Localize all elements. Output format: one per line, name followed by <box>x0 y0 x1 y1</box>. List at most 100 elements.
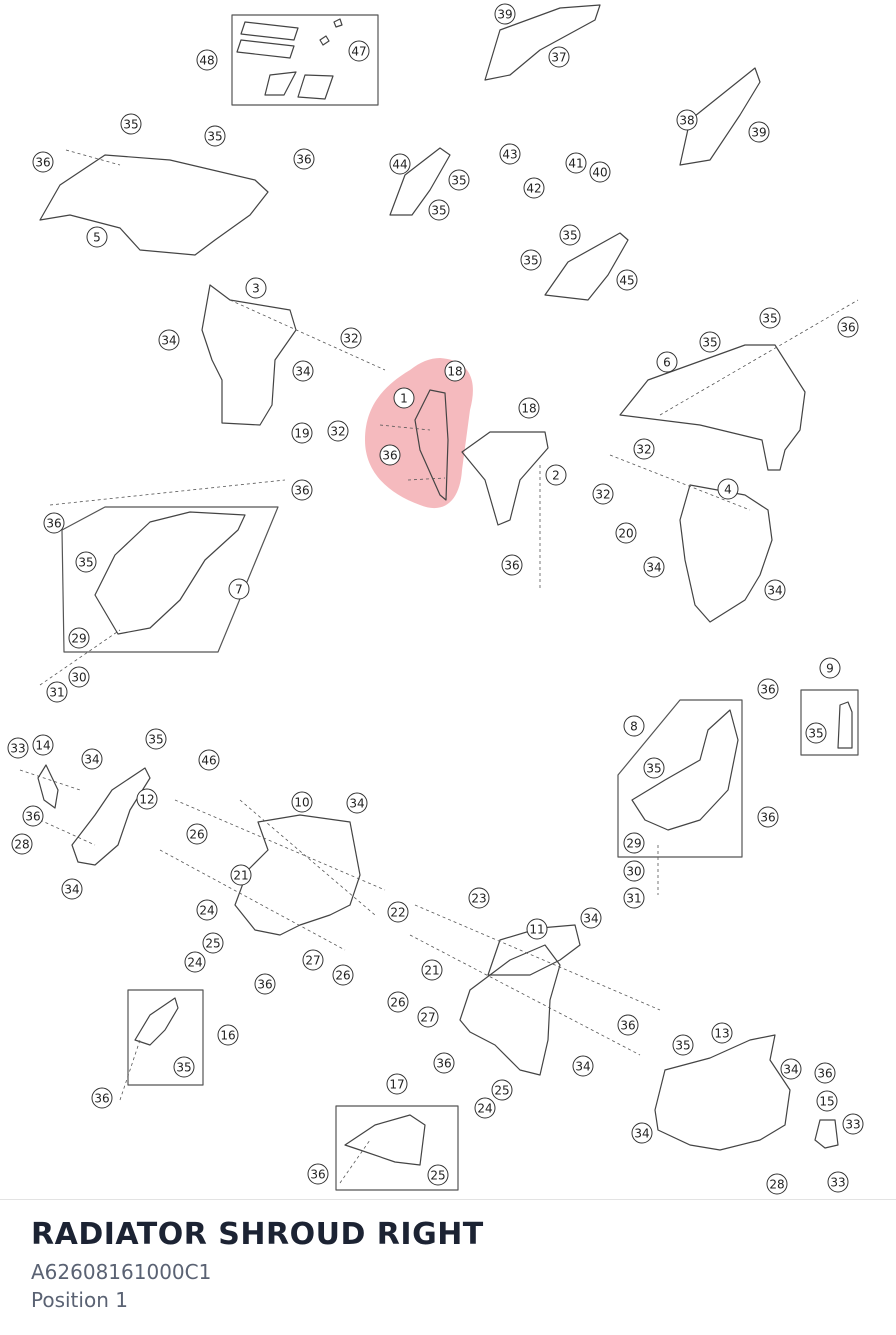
callout-32[interactable]: 32 <box>327 420 349 442</box>
callout-34[interactable]: 34 <box>780 1058 802 1080</box>
callout-28[interactable]: 28 <box>766 1173 788 1195</box>
callout-15[interactable]: 15 <box>816 1090 838 1112</box>
callout-36[interactable]: 36 <box>22 805 44 827</box>
callout-36[interactable]: 36 <box>293 148 315 170</box>
callout-34[interactable]: 34 <box>158 329 180 351</box>
callout-22[interactable]: 22 <box>387 901 409 923</box>
callout-36[interactable]: 36 <box>757 806 779 828</box>
callout-35[interactable]: 35 <box>520 249 542 271</box>
callout-36[interactable]: 36 <box>307 1163 329 1185</box>
callout-35[interactable]: 35 <box>759 307 781 329</box>
callout-31[interactable]: 31 <box>623 887 645 909</box>
callout-41[interactable]: 41 <box>565 152 587 174</box>
callout-7[interactable]: 7 <box>228 578 250 600</box>
callout-37[interactable]: 37 <box>548 46 570 68</box>
callout-34[interactable]: 34 <box>61 878 83 900</box>
callout-25[interactable]: 25 <box>427 1164 449 1186</box>
callout-32[interactable]: 32 <box>592 483 614 505</box>
callout-34[interactable]: 34 <box>764 579 786 601</box>
callout-29[interactable]: 29 <box>623 832 645 854</box>
callout-34[interactable]: 34 <box>580 907 602 929</box>
callout-36[interactable]: 36 <box>254 973 276 995</box>
callout-36[interactable]: 36 <box>837 316 859 338</box>
callout-42[interactable]: 42 <box>523 177 545 199</box>
callout-35[interactable]: 35 <box>173 1056 195 1078</box>
callout-38[interactable]: 38 <box>676 109 698 131</box>
callout-27[interactable]: 27 <box>302 949 324 971</box>
callout-28[interactable]: 28 <box>11 833 33 855</box>
callout-18[interactable]: 18 <box>444 360 466 382</box>
callout-46[interactable]: 46 <box>198 749 220 771</box>
callout-14[interactable]: 14 <box>32 734 54 756</box>
callout-21[interactable]: 21 <box>230 864 252 886</box>
callout-32[interactable]: 32 <box>633 438 655 460</box>
callout-20[interactable]: 20 <box>615 522 637 544</box>
callout-18[interactable]: 18 <box>518 397 540 419</box>
callout-30[interactable]: 30 <box>68 666 90 688</box>
callout-35[interactable]: 35 <box>672 1034 694 1056</box>
callout-33[interactable]: 33 <box>842 1113 864 1135</box>
callout-36[interactable]: 36 <box>757 678 779 700</box>
callout-34[interactable]: 34 <box>643 556 665 578</box>
callout-11[interactable]: 11 <box>526 918 548 940</box>
callout-17[interactable]: 17 <box>386 1073 408 1095</box>
callout-35[interactable]: 35 <box>643 757 665 779</box>
callout-4[interactable]: 4 <box>717 478 739 500</box>
callout-36[interactable]: 36 <box>43 512 65 534</box>
callout-34[interactable]: 34 <box>346 792 368 814</box>
callout-36[interactable]: 36 <box>617 1014 639 1036</box>
callout-26[interactable]: 26 <box>186 823 208 845</box>
callout-24[interactable]: 24 <box>184 951 206 973</box>
callout-29[interactable]: 29 <box>68 627 90 649</box>
callout-26[interactable]: 26 <box>387 991 409 1013</box>
callout-44[interactable]: 44 <box>389 153 411 175</box>
callout-3[interactable]: 3 <box>245 277 267 299</box>
callout-45[interactable]: 45 <box>616 269 638 291</box>
callout-34[interactable]: 34 <box>292 360 314 382</box>
callout-13[interactable]: 13 <box>711 1022 733 1044</box>
callout-27[interactable]: 27 <box>417 1006 439 1028</box>
callout-19[interactable]: 19 <box>291 422 313 444</box>
callout-5[interactable]: 5 <box>86 226 108 248</box>
callout-21[interactable]: 21 <box>421 959 443 981</box>
callout-36[interactable]: 36 <box>91 1087 113 1109</box>
callout-34[interactable]: 34 <box>81 748 103 770</box>
callout-35[interactable]: 35 <box>75 551 97 573</box>
callout-26[interactable]: 26 <box>332 964 354 986</box>
callout-1[interactable]: 1 <box>393 387 415 409</box>
callout-36[interactable]: 36 <box>433 1052 455 1074</box>
callout-34[interactable]: 34 <box>572 1055 594 1077</box>
callout-34[interactable]: 34 <box>631 1122 653 1144</box>
callout-47[interactable]: 47 <box>348 40 370 62</box>
callout-35[interactable]: 35 <box>145 728 167 750</box>
callout-35[interactable]: 35 <box>448 169 470 191</box>
callout-35[interactable]: 35 <box>699 331 721 353</box>
callout-48[interactable]: 48 <box>196 49 218 71</box>
callout-23[interactable]: 23 <box>468 887 490 909</box>
callout-36[interactable]: 36 <box>379 444 401 466</box>
callout-30[interactable]: 30 <box>623 860 645 882</box>
callout-33[interactable]: 33 <box>7 737 29 759</box>
callout-16[interactable]: 16 <box>217 1024 239 1046</box>
callout-35[interactable]: 35 <box>559 224 581 246</box>
callout-36[interactable]: 36 <box>32 151 54 173</box>
callout-36[interactable]: 36 <box>814 1062 836 1084</box>
callout-35[interactable]: 35 <box>805 722 827 744</box>
callout-25[interactable]: 25 <box>491 1079 513 1101</box>
callout-10[interactable]: 10 <box>291 791 313 813</box>
callout-35[interactable]: 35 <box>428 199 450 221</box>
callout-33[interactable]: 33 <box>827 1171 849 1193</box>
callout-35[interactable]: 35 <box>120 113 142 135</box>
callout-32[interactable]: 32 <box>340 327 362 349</box>
callout-6[interactable]: 6 <box>656 351 678 373</box>
callout-35[interactable]: 35 <box>204 125 226 147</box>
callout-2[interactable]: 2 <box>545 464 567 486</box>
callout-25[interactable]: 25 <box>202 932 224 954</box>
callout-31[interactable]: 31 <box>46 681 68 703</box>
callout-39[interactable]: 39 <box>494 3 516 25</box>
callout-36[interactable]: 36 <box>291 479 313 501</box>
callout-43[interactable]: 43 <box>499 143 521 165</box>
callout-12[interactable]: 12 <box>136 788 158 810</box>
callout-40[interactable]: 40 <box>589 161 611 183</box>
callout-9[interactable]: 9 <box>819 657 841 679</box>
